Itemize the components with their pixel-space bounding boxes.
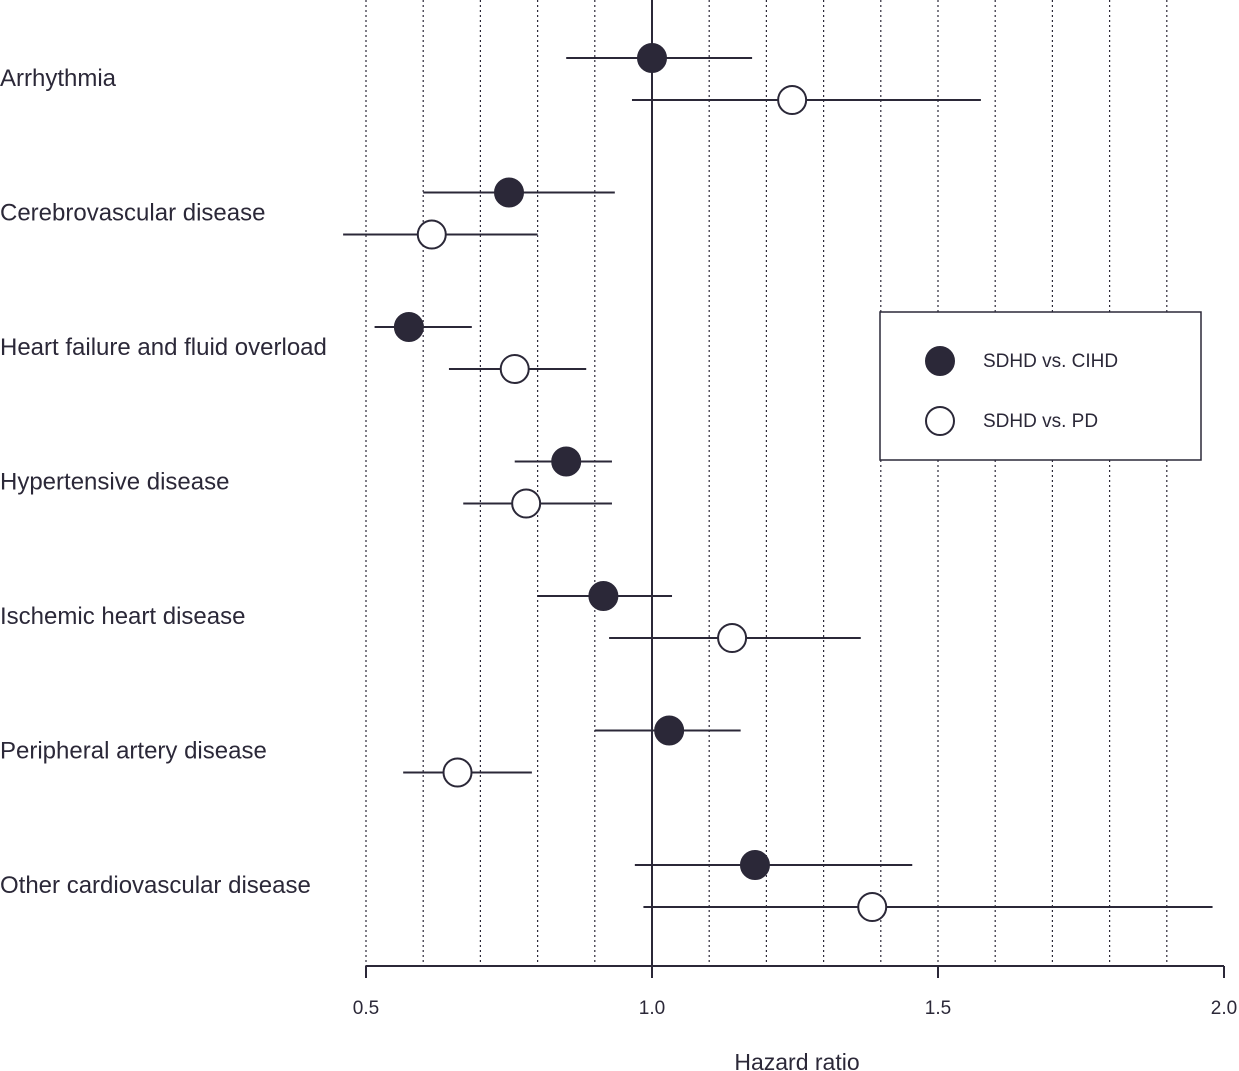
point-estimate-cihd <box>551 446 582 477</box>
point-estimate-pd <box>777 85 808 115</box>
legend: SDHD vs. CIHD SDHD vs. PD <box>879 311 1202 461</box>
point-estimate-pd <box>511 488 542 519</box>
point-estimate-cihd <box>637 43 667 73</box>
estimate-marks <box>343 43 1213 922</box>
x-tick-label: 2.0 <box>1211 998 1237 1019</box>
category-label: Cerebrovascular disease <box>0 200 265 227</box>
x-tick-label: 0.5 <box>353 998 379 1019</box>
x-axis: 0.5 1.0 1.5 2.0 <box>353 965 1237 1019</box>
point-estimate-cihd <box>654 715 685 746</box>
point-estimate-cihd <box>588 581 619 611</box>
x-tick-label: 1.5 <box>925 998 951 1019</box>
point-estimate-pd <box>499 354 530 384</box>
point-estimate-pd <box>717 623 748 653</box>
legend-label-pd: SDHD vs. PD <box>983 411 1098 432</box>
category-label: Other cardiovascular disease <box>0 872 311 899</box>
legend-box <box>879 311 1202 461</box>
legend-marker-open <box>925 406 955 436</box>
category-label: Arrhythmia <box>0 65 117 92</box>
grid-lines <box>365 0 1168 966</box>
legend-marker-filled <box>925 346 955 376</box>
category-label: Heart failure and fluid overload <box>0 334 327 361</box>
point-estimate-cihd <box>739 850 770 880</box>
x-tick-label: 1.0 <box>639 998 665 1019</box>
legend-label-cihd: SDHD vs. CIHD <box>983 351 1118 372</box>
point-estimate-pd <box>442 757 473 788</box>
point-estimate-cihd <box>393 312 424 342</box>
point-estimate-pd <box>857 892 888 922</box>
point-estimate-pd <box>416 219 447 250</box>
point-estimate-cihd <box>494 177 524 208</box>
category-label: Ischemic heart disease <box>0 603 245 630</box>
category-label: Hypertensive disease <box>0 469 229 496</box>
x-axis-title: Hazard ratio <box>734 1049 859 1071</box>
category-label: Peripheral artery disease <box>0 738 267 765</box>
